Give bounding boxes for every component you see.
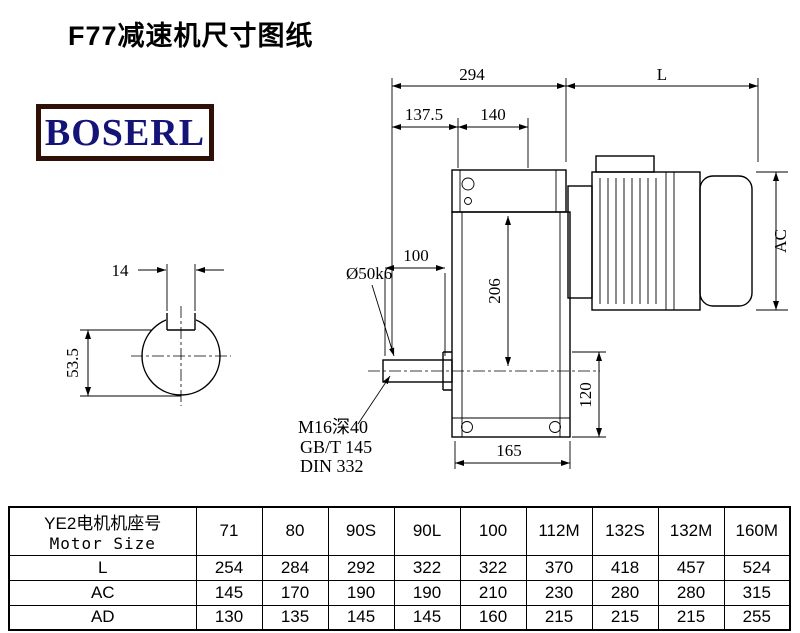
gearbox-front-view: 294 L 137.5 140 100 Ø50k6 bbox=[298, 65, 759, 476]
motor-view: AC bbox=[567, 155, 790, 311]
table-cell: 280 bbox=[591, 579, 659, 606]
table-cell: 160 bbox=[459, 604, 527, 631]
dim-AC-label: AC bbox=[771, 229, 790, 253]
table-row-AD: AD 130 135 145 145 160 215 215 215 255 bbox=[8, 604, 791, 631]
table-cell: 370 bbox=[525, 554, 593, 581]
table-cell: 418 bbox=[591, 554, 659, 581]
note-din-label: DIN 332 bbox=[300, 456, 364, 476]
table-cell: 322 bbox=[393, 554, 461, 581]
table-cell: 280 bbox=[657, 579, 725, 606]
note-thread-label: M16深40 bbox=[298, 417, 368, 437]
motor-size-table: YE2电机机座号 Motor Size 71 80 90S 90L 100 11… bbox=[8, 506, 791, 631]
col-header-71: 71 bbox=[195, 506, 263, 556]
col-header-90L: 90L bbox=[393, 506, 461, 556]
table-row-L: L 254 284 292 322 322 370 418 457 524 bbox=[8, 554, 791, 581]
table-cell: 254 bbox=[195, 554, 263, 581]
dim-L-label: L bbox=[657, 65, 667, 84]
table-cell: 190 bbox=[327, 579, 395, 606]
dim-120-label: 120 bbox=[576, 382, 595, 408]
motor-size-header-en: Motor Size bbox=[49, 534, 156, 554]
row-label-AD: AD bbox=[8, 604, 197, 631]
dim-165-label: 165 bbox=[496, 441, 522, 460]
col-header-132M: 132M bbox=[657, 506, 725, 556]
table-cell: 135 bbox=[261, 604, 329, 631]
shaft-section-view: 14 53.5 bbox=[63, 261, 231, 406]
dim-206-label: 206 bbox=[485, 278, 504, 304]
col-header-160M: 160M bbox=[723, 506, 791, 556]
table-cell: 215 bbox=[525, 604, 593, 631]
dim-294-label: 294 bbox=[459, 65, 485, 84]
dim-100-label: 100 bbox=[403, 246, 429, 265]
table-cell: 130 bbox=[195, 604, 263, 631]
col-header-90S: 90S bbox=[327, 506, 395, 556]
table-cell: 322 bbox=[459, 554, 527, 581]
table-cell: 284 bbox=[261, 554, 329, 581]
row-label-L: L bbox=[8, 554, 197, 581]
col-header-112M: 112M bbox=[525, 506, 593, 556]
table-cell: 170 bbox=[261, 579, 329, 606]
dim-137-5-label: 137.5 bbox=[405, 105, 443, 124]
col-header-80: 80 bbox=[261, 506, 329, 556]
table-cell: 145 bbox=[393, 604, 461, 631]
table-row-AC: AC 145 170 190 190 210 230 280 280 315 bbox=[8, 579, 791, 606]
table-cell: 255 bbox=[723, 604, 791, 631]
table-cell: 457 bbox=[657, 554, 725, 581]
brand-logo: BOSERL bbox=[36, 104, 214, 161]
motor-size-header-cn: YE2电机机座号 bbox=[44, 514, 162, 534]
note-gbt-label: GB/T 145 bbox=[300, 437, 372, 457]
dim-section-height-label: 53.5 bbox=[63, 348, 82, 378]
dim-keyway-width-label: 14 bbox=[112, 261, 130, 280]
table-cell: 230 bbox=[525, 579, 593, 606]
dim-140-label: 140 bbox=[480, 105, 506, 124]
table-cell: 524 bbox=[723, 554, 791, 581]
col-header-100: 100 bbox=[459, 506, 527, 556]
table-header-row: YE2电机机座号 Motor Size 71 80 90S 90L 100 11… bbox=[8, 506, 791, 556]
table-cell: 292 bbox=[327, 554, 395, 581]
page-title: F77减速机尺寸图纸 bbox=[68, 21, 314, 51]
motor-size-header-cell: YE2电机机座号 Motor Size bbox=[8, 506, 197, 556]
table-cell: 215 bbox=[591, 604, 659, 631]
col-header-132S: 132S bbox=[591, 506, 659, 556]
table-cell: 210 bbox=[459, 579, 527, 606]
dimension-drawing: 14 53.5 294 L 137.5 140 bbox=[63, 65, 790, 476]
table-cell: 145 bbox=[195, 579, 263, 606]
table-cell: 145 bbox=[327, 604, 395, 631]
table-cell: 315 bbox=[723, 579, 791, 606]
brand-logo-text: BOSERL bbox=[44, 111, 206, 154]
shaft-diameter-label: Ø50k6 bbox=[346, 264, 392, 283]
table-cell: 190 bbox=[393, 579, 461, 606]
row-label-AC: AC bbox=[8, 579, 197, 606]
table-cell: 215 bbox=[657, 604, 725, 631]
